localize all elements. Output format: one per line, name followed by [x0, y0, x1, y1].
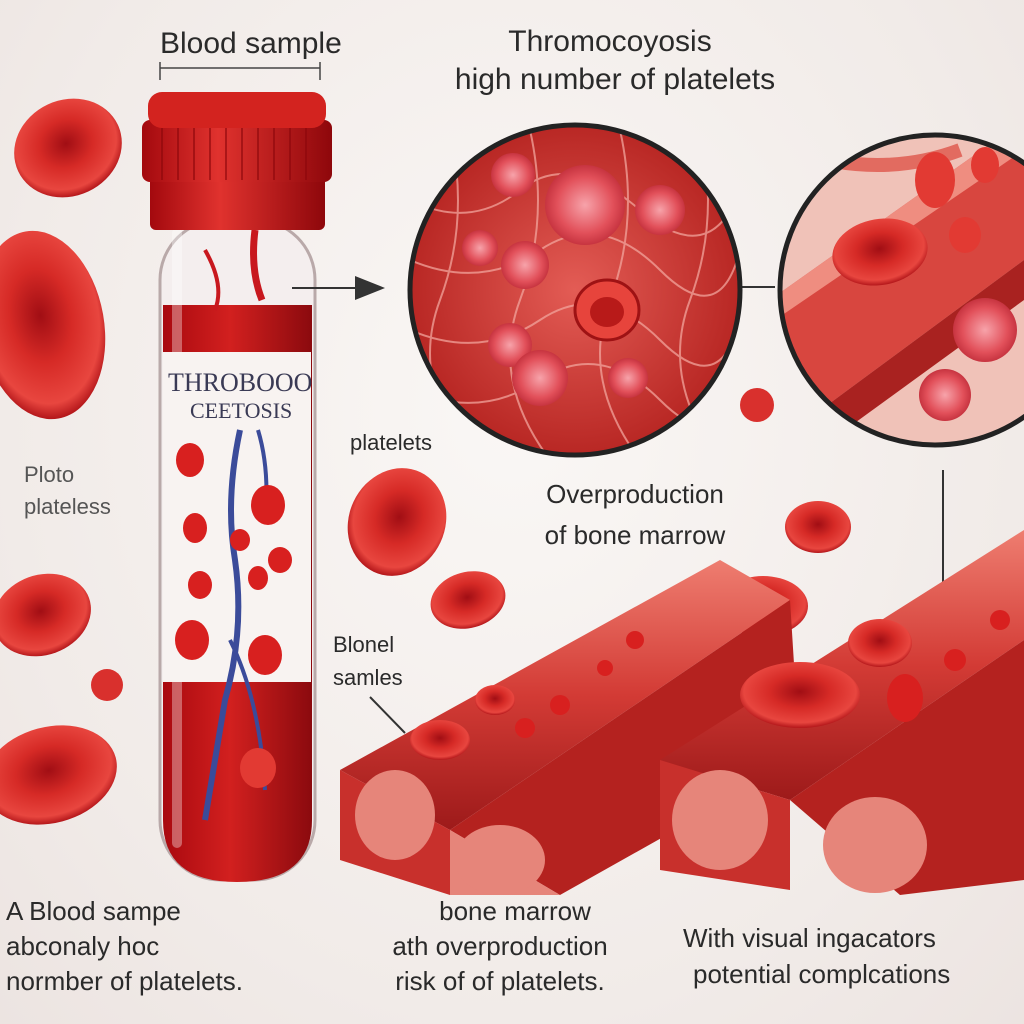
caption-left-line1: A Blood sampe	[6, 896, 181, 926]
magnified-platelets-view	[407, 122, 743, 458]
label-blonel-line2: samles	[333, 665, 403, 690]
caption-left-line3: normber of platelets.	[6, 966, 244, 996]
magnified-vessel-view	[777, 132, 1024, 448]
label-left-line1: Ploto	[24, 462, 75, 487]
blood-vessel-middle	[340, 560, 800, 895]
rbc-left-4	[0, 725, 117, 825]
pointer-line-blonel	[369, 696, 406, 734]
test-tube	[142, 92, 332, 882]
rbc-left-2	[0, 230, 106, 420]
arrow-to-lens	[292, 276, 385, 300]
label-title-line2: high number of platelets	[454, 63, 776, 96]
sample-bracket	[159, 62, 321, 80]
rbc-mid-2	[430, 571, 506, 629]
caption-middle-line1: bone marrow	[439, 896, 591, 926]
rbc-left-3	[0, 573, 91, 657]
blood-vessel-right	[660, 530, 1024, 895]
label-left-line2: plateless	[24, 494, 111, 519]
caption-middle-line3: risk of of platelets.	[395, 966, 605, 996]
caption-right-line2: potential complcations	[693, 959, 951, 989]
caption-middle-line2: ath overproduction	[392, 931, 608, 961]
label-blood-sample: Blood sample	[160, 27, 342, 60]
platelet-dot	[91, 669, 123, 701]
label-overproduction-line2: of bone marrow	[544, 520, 726, 550]
rbc-mid-3	[785, 501, 851, 553]
label-platelets: platelets	[350, 430, 432, 455]
label-blonel-line1: Blonel	[333, 632, 395, 657]
label-title-line1: Thromocoyosis	[508, 25, 712, 58]
rbc-left-1	[14, 98, 122, 198]
label-overproduction-line1: Overproduction	[546, 479, 724, 509]
tube-label-line2: CEETOSIS	[190, 398, 293, 423]
caption-left-line2: abconaly hoc	[6, 931, 160, 961]
rbc-mid-1	[347, 468, 447, 576]
platelet-dot	[740, 388, 774, 422]
tube-label-line1: THROBOOO	[168, 368, 313, 397]
caption-right-line1: With visual ingacators	[683, 923, 936, 953]
